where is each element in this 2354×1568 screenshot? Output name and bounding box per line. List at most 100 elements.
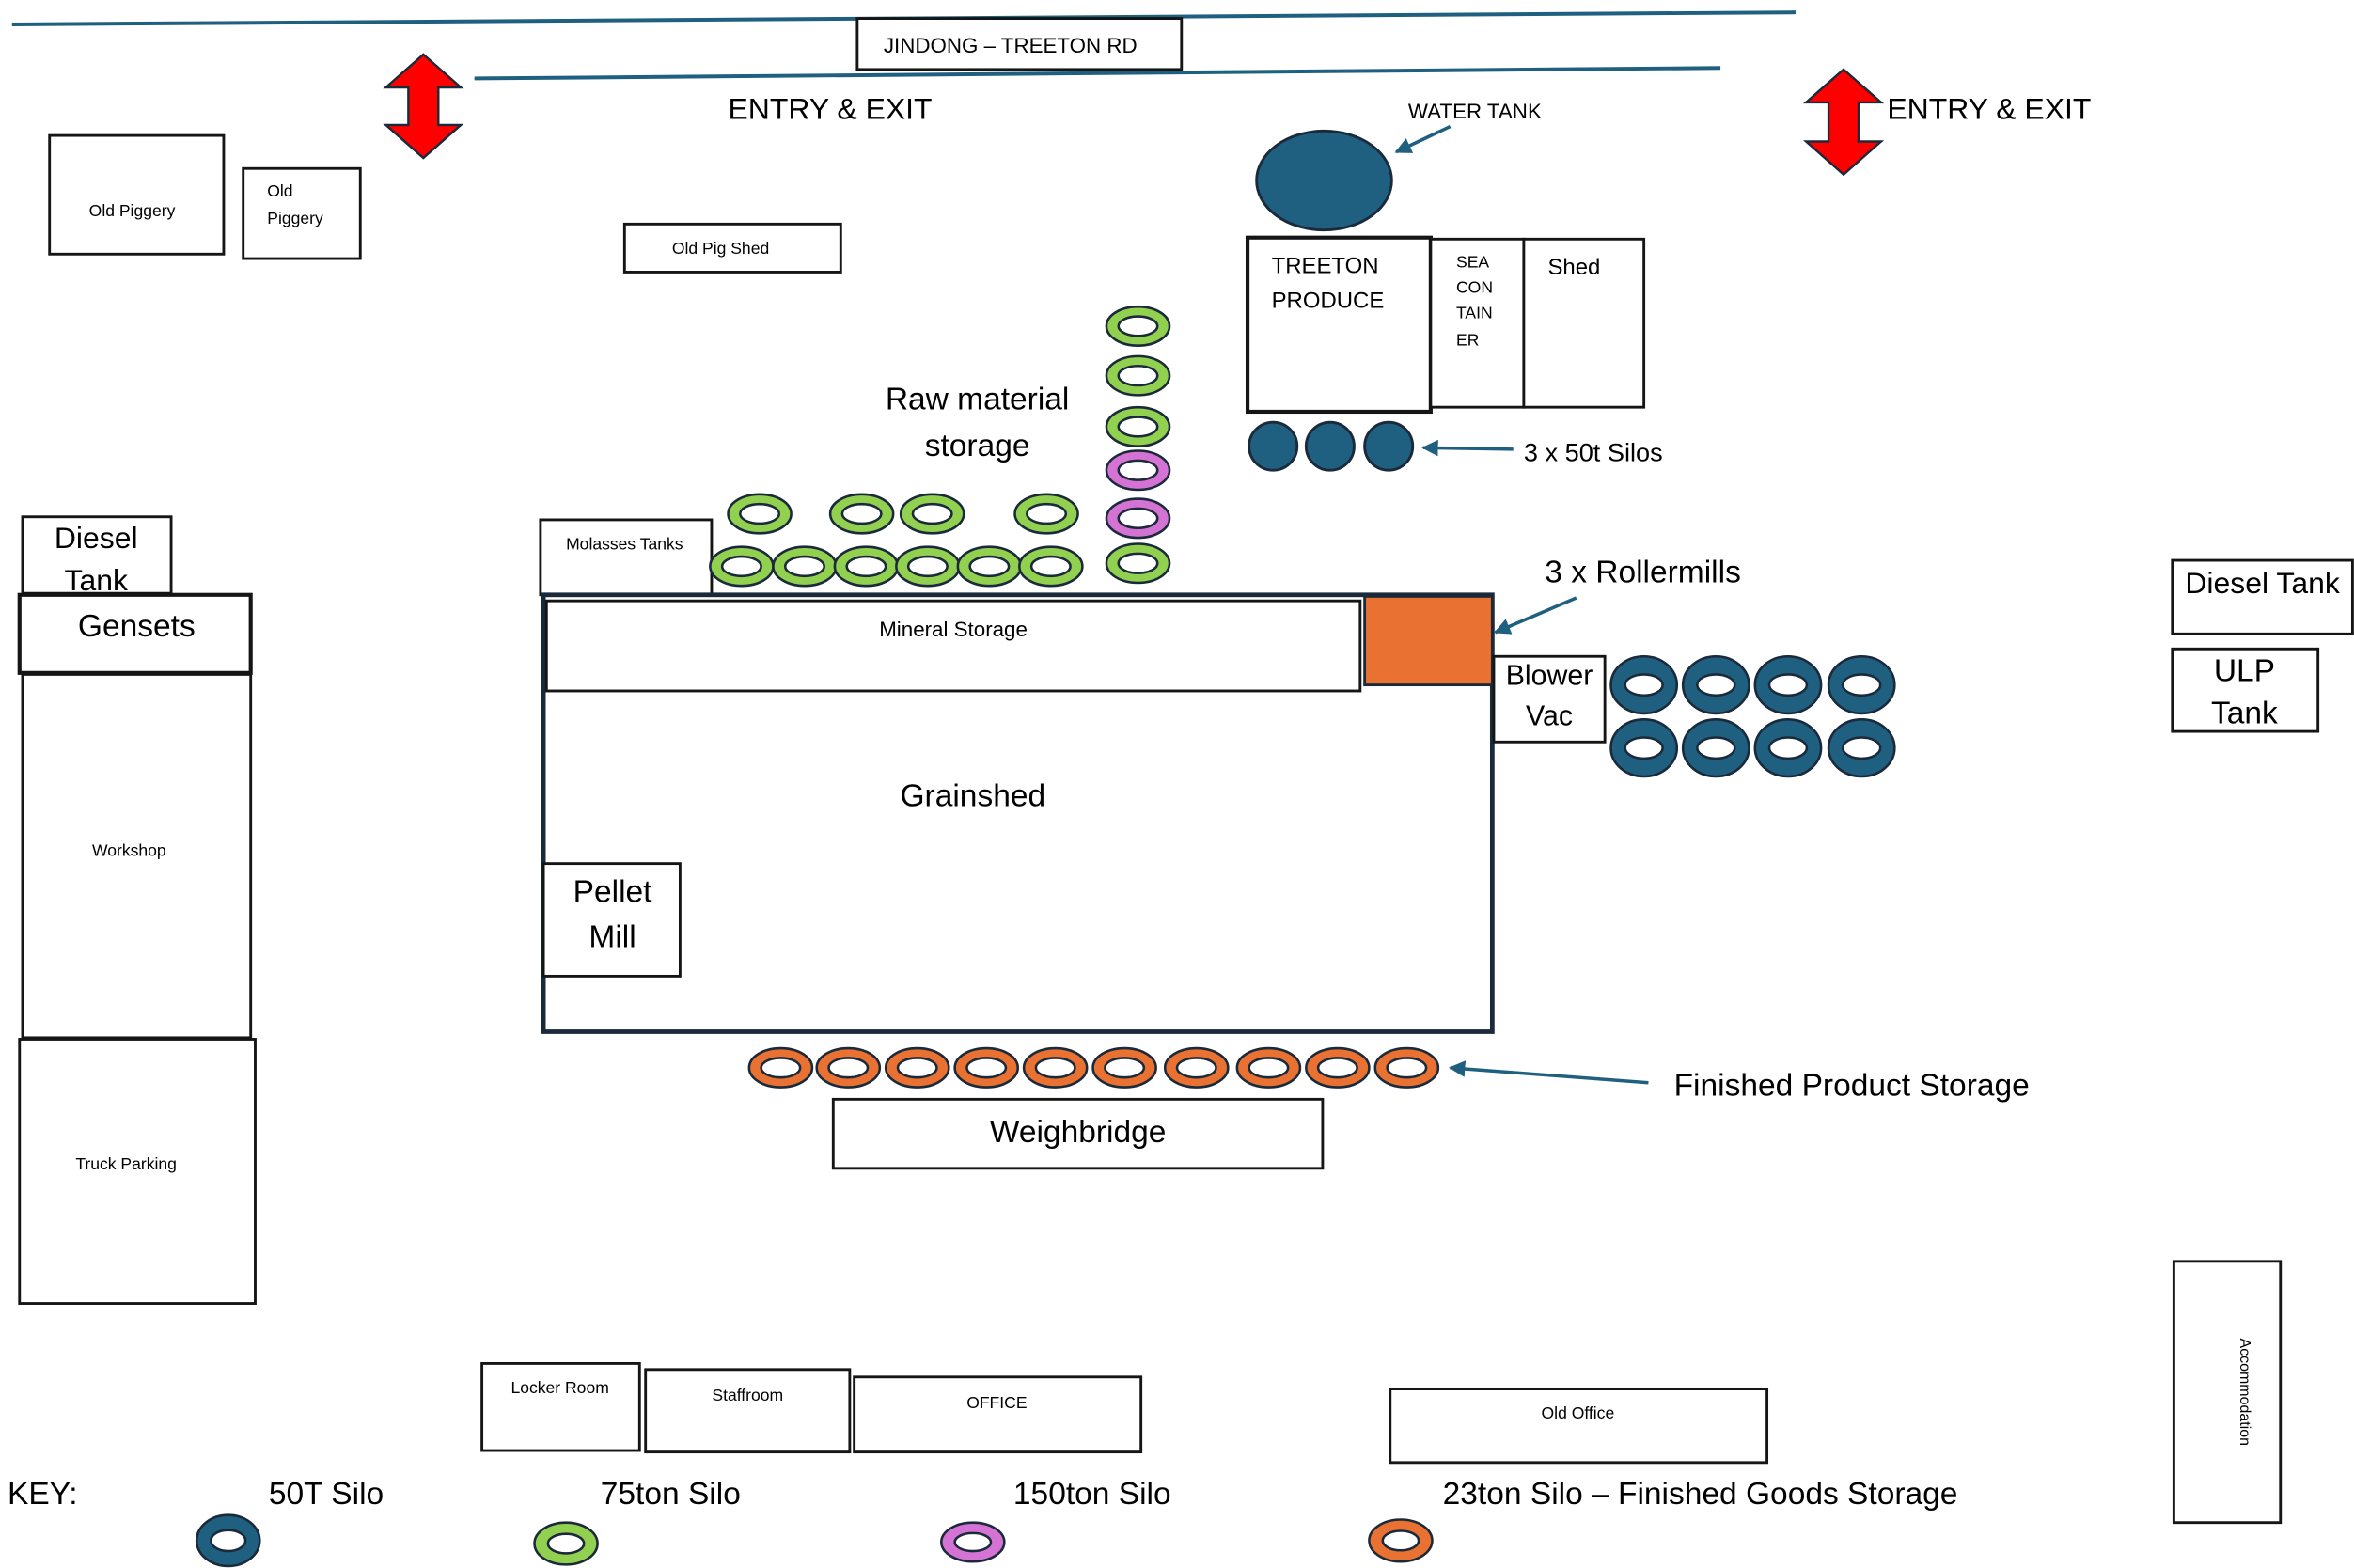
molasses-tanks-label: Molasses Tanks: [566, 534, 683, 553]
silo-75t: [956, 545, 1023, 588]
raw-material-storage-label: Raw material storage: [886, 383, 1070, 464]
silo-23t: [815, 1046, 882, 1089]
diesel-tank-west-outline: [21, 515, 173, 595]
silo-75t: [1105, 542, 1171, 585]
treeton-produce-label-line2: PRODUCE: [1272, 288, 1385, 313]
silo-150t: [1105, 449, 1171, 492]
blower-vac-outline: [1492, 654, 1607, 744]
blower-vac-label-line1: Blower: [1506, 661, 1593, 692]
silo-50t-opening: [1767, 736, 1809, 760]
key-swatch-23t: [1368, 1518, 1434, 1563]
silo-75t-opening: [1117, 315, 1159, 337]
old-office: Old Office: [1389, 1388, 1769, 1465]
silo-75t-opening: [783, 555, 825, 578]
entry-exit-west: ENTRY & EXIT: [383, 53, 933, 160]
silo-75t-opening: [968, 555, 1011, 578]
silo-23t-opening: [827, 1057, 870, 1079]
accommodation: Accommodation: [2172, 1260, 2283, 1525]
silo-75t: [1105, 354, 1171, 397]
finished-product-pointer-arrow: [1448, 1060, 1649, 1085]
silo-23t-opening: [760, 1057, 802, 1079]
key-label-150t: 150ton Silo: [1013, 1477, 1171, 1512]
road-edge-south: [474, 66, 1721, 81]
key-label-50t: 50T Silo: [269, 1477, 384, 1512]
silo-50t: [1304, 420, 1356, 472]
silo-75t-opening: [720, 555, 762, 578]
key-label-23t: 23ton Silo – Finished Goods Storage: [1443, 1477, 1958, 1512]
old-pig-shed-outline: [622, 222, 842, 274]
old-piggery-large-label: Old Piggery: [89, 201, 176, 220]
sea-container-label-line4: ER: [1456, 330, 1479, 349]
mineral-storage: [544, 599, 1362, 693]
road-name: JINDONG – TREETON RD: [884, 34, 1138, 57]
silo-75t: [899, 493, 965, 535]
silo-23t: [1091, 1046, 1157, 1089]
key-swatch-150t-opening: [953, 1531, 993, 1553]
silo-75t: [1018, 545, 1084, 588]
old-pig-shed-label: Old Pig Shed: [672, 239, 769, 258]
silo-50t: [1753, 654, 1823, 715]
office-label: OFFICE: [966, 1393, 1027, 1412]
silo-75t: [833, 545, 900, 588]
pellet-mill-label-line2: Mill: [588, 919, 636, 954]
silo-75t: [772, 545, 838, 588]
silo-75t: [1105, 305, 1171, 347]
key-swatch-50t-opening: [210, 1529, 247, 1553]
shed-outline: [1522, 237, 1646, 409]
silo-50t-opening: [1696, 673, 1736, 698]
treeton-produce-label-line1: TREETON: [1272, 254, 1379, 279]
gensets-label: Gensets: [78, 609, 196, 644]
silo-75t-opening: [906, 555, 949, 578]
silo-50t-opening: [1696, 736, 1736, 760]
silo-23t: [884, 1046, 950, 1089]
silo-23t: [1373, 1046, 1440, 1089]
silo-layer: [709, 305, 1896, 1089]
silo-75t: [709, 545, 775, 588]
locker-room: Locker Room: [480, 1361, 641, 1452]
raw-material-storage-line2: storage: [925, 429, 1030, 463]
pellet-mill-label-line1: Pellet: [573, 874, 653, 909]
molasses-tanks-outline: [539, 518, 714, 597]
silos-50t-pointer-arrow: [1421, 439, 1514, 457]
silo-50t: [1609, 654, 1679, 715]
rollermills-label: 3 x Rollermills: [1545, 555, 1741, 589]
accommodation-label: Accommodation: [2236, 1339, 2252, 1446]
grainshed: Mineral Storage Grainshed Pellet Mill: [541, 592, 1495, 1034]
double-arrow-icon: [383, 53, 464, 160]
accommodation-outline: [2172, 1260, 2283, 1525]
sea-container-label-line1: SEA: [1456, 252, 1489, 271]
shed-label: Shed: [1547, 255, 1600, 280]
finished-product-storage-label: Finished Product Storage: [1674, 1068, 2030, 1103]
blower-vac-label-line2: Vac: [1526, 701, 1573, 732]
sea-container-label-line3: TAIN: [1456, 304, 1493, 322]
molasses-tanks: Molasses Tanks: [539, 518, 714, 597]
finished-product-annotation: Finished Product Storage: [1448, 1060, 2030, 1103]
silo-75t-opening: [911, 502, 953, 525]
silo-150t-opening: [1117, 507, 1159, 529]
water-tank-shape: [1255, 129, 1393, 232]
workshop-outline: [21, 672, 253, 1040]
old-piggery-large: Old Piggery: [48, 133, 226, 256]
old-office-label: Old Office: [1542, 1403, 1615, 1422]
diesel-tank-west-label-line2: Tank: [64, 563, 127, 597]
rollermills-pointer-arrow: [1493, 596, 1577, 635]
silo-75t: [1105, 405, 1171, 447]
silo-150t-opening: [1117, 459, 1159, 481]
gensets-outline: [17, 592, 253, 675]
raw-material-storage-line1: Raw material: [886, 383, 1070, 417]
gensets: Gensets: [17, 592, 253, 675]
silo-75t: [828, 493, 895, 535]
silo-75t: [1013, 493, 1079, 535]
sea-container-label-line2: CON: [1456, 277, 1493, 296]
silo-23t-opening: [965, 1057, 1008, 1079]
silo-50t: [1681, 718, 1750, 778]
diesel-tank-west: Diesel Tank: [21, 515, 173, 597]
ulp-tank-label-line1: ULP: [2214, 654, 2275, 689]
truck-parking-outline: [18, 1038, 257, 1305]
silo-50t: [1827, 654, 1896, 715]
blower-vac: Blower Vac: [1492, 654, 1607, 744]
key-title: KEY:: [8, 1477, 78, 1512]
entry-exit-east: ENTRY & EXIT: [1802, 68, 2091, 177]
locker-room-label: Locker Room: [510, 1378, 608, 1397]
silo-75t-opening: [1117, 364, 1159, 387]
